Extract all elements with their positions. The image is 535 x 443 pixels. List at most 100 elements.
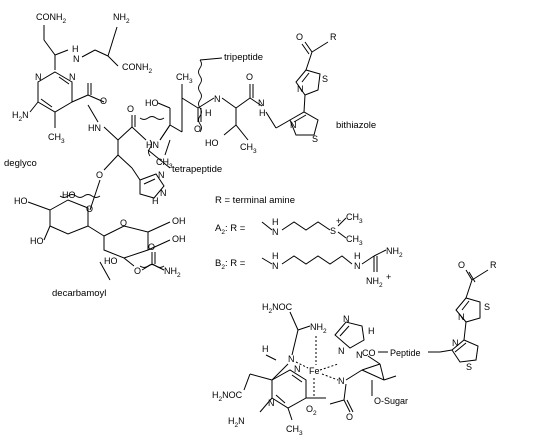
pyrimidine-n-right: N [69, 72, 76, 82]
fe-r-group-label: R [490, 260, 497, 270]
fe-pyrimidine-n-1: N [268, 398, 275, 408]
fe-o2: O2 [306, 404, 317, 417]
fe-imidazole-n: N [343, 314, 350, 324]
ch3-label-1: CH3 [48, 132, 65, 145]
fe-complex: H2NOC NH2 H N Fe N N H N N CO Peptide O-… [212, 260, 497, 437]
sugar-ho-4: HO [104, 256, 118, 266]
carbamoyl-o: O [134, 266, 141, 276]
carbonyl-o-1: O [100, 96, 107, 106]
sugar-ring-o-1: O [86, 204, 93, 214]
nh2-label: NH2 [113, 12, 130, 25]
hydroxyl-ho-1: HO [145, 98, 159, 108]
pyrimidine-n-top: N [35, 72, 42, 82]
imidazole-hn: N [160, 188, 167, 198]
fe-atom: Fe [309, 366, 320, 376]
fe-h-1: H [262, 344, 269, 354]
ch3-label-2: CH3 [176, 72, 193, 85]
sugar-ho-3: HO [30, 236, 44, 246]
fe-carbonyl-o: O [346, 412, 353, 422]
fe-h2noc-2: H2NOC [212, 390, 243, 403]
imidazole-n: N [158, 170, 165, 180]
ch3-label-5: CH3 [240, 142, 257, 155]
a2-n: N [272, 227, 279, 237]
bithiazole-label: bithiazole [336, 120, 376, 131]
fe-co-label: CO [362, 348, 376, 358]
sugar-ring-o-2: O [120, 218, 127, 228]
r-group-label: R [330, 32, 337, 42]
fe-imidazole-h: H [368, 326, 375, 336]
a2-h: H [272, 217, 279, 227]
sugar-ho-2: HO [14, 196, 28, 206]
amide-hn-2: HN [146, 140, 159, 150]
carbamoyl-nh2: NH2 [164, 266, 181, 279]
fe-n-1: N [288, 354, 295, 364]
fe-n-3: N [338, 376, 345, 386]
bithiazole-ring-pair: N S N S O R [289, 32, 337, 144]
b2-nh2plus: NH2 [366, 276, 383, 289]
fe-h2n: H2N [228, 416, 245, 429]
a2-ch3-b: CH3 [346, 234, 363, 247]
b2-label: B2: R = [215, 258, 246, 271]
fe-pyrimidine-n-2: N [294, 364, 301, 374]
amide-h: H [205, 108, 212, 118]
thiazole-s-2: S [322, 74, 328, 84]
fe-peptide-label: Peptide [390, 348, 421, 358]
amide-n-6: N [258, 98, 265, 108]
fe-nh2: NH2 [310, 322, 327, 335]
aminoalanine-fragment: CONH2 NH2 H N CONH2 [36, 12, 153, 75]
carbonyl-o-2: O [127, 104, 134, 114]
terminal-amine-label: R = terminal amine [215, 195, 295, 206]
hydroxyl-ho-2: HO [205, 138, 219, 148]
b2-nh2: NH2 [386, 246, 403, 259]
a2-s: S [330, 226, 336, 236]
fe-imidazole-nh: N [356, 350, 363, 360]
fe-thiazole-s-2: S [484, 302, 490, 312]
fe-h2noc: H2NOC [262, 302, 293, 315]
carbonyl-o-9: O [296, 32, 303, 42]
peptide-backbone: O HN O CH3 HO CH3 O H N HO CH3 O [96, 72, 291, 180]
tetrapeptide-label: tetrapeptide [172, 164, 222, 175]
fe-thiazole-n-1: N [452, 338, 459, 348]
b2-h-2: H [354, 251, 361, 261]
carbonyl-o-5: O [246, 72, 253, 82]
amide-n-3: N [214, 94, 221, 104]
b2-n: N [272, 261, 279, 271]
b2-plus: + [386, 272, 391, 282]
a2-ch3-a: CH3 [346, 212, 363, 225]
a2-plus: + [336, 216, 341, 226]
fe-n-2: N [338, 346, 345, 356]
amide-hn-1: HN [88, 123, 101, 133]
sugar-ho-1: HO [62, 190, 76, 200]
conh2-label: CONH2 [36, 12, 67, 25]
fe-o-sugar-label: O-Sugar [374, 396, 408, 406]
amide-h-6: H [259, 108, 266, 118]
sugar-oh-2: OH [172, 234, 186, 244]
b2-r-group: B2: R = H N H N NH2 NH2 + [215, 246, 403, 289]
carbonyl-o-4: O [194, 124, 201, 134]
fe-thiazole-n-2: N [458, 312, 465, 322]
sugar-fragment: HO HO HO O O OH OH HO O O NH2 [14, 179, 186, 279]
fe-ch3: CH3 [286, 424, 303, 437]
conh2-label-2: CONH2 [122, 62, 153, 75]
a2-label: A2: R = [215, 223, 246, 236]
imidazole-ring: N H N [131, 167, 167, 206]
deglyco-label: deglyco [4, 158, 37, 169]
b2-h: H [272, 251, 279, 261]
amine-n-label: N [73, 54, 80, 64]
b2-n-2: N [354, 261, 361, 271]
thiazole-s-1: S [312, 134, 318, 144]
annotation-labels: tripeptide bithiazole tetrapeptide degly… [4, 52, 376, 299]
carbamoyl-carbonyl-o: O [148, 242, 155, 252]
fe-thiazole-s-1: S [466, 362, 472, 372]
imidazole-h: H [152, 196, 159, 206]
pyrimidine-ring: N N H2N CH3 O HN [12, 71, 107, 145]
a2-r-group: A2: R = H N S + CH3 CH3 [215, 212, 363, 247]
decarbamoyl-label: decarbamoyl [52, 288, 106, 299]
ether-o: O [96, 170, 103, 180]
thiazole-n-1: N [290, 120, 297, 130]
nh-label: H [72, 44, 79, 54]
thiazole-n-2: N [297, 84, 304, 94]
tripeptide-label: tripeptide [224, 52, 263, 63]
sugar-oh-1: OH [172, 216, 186, 226]
